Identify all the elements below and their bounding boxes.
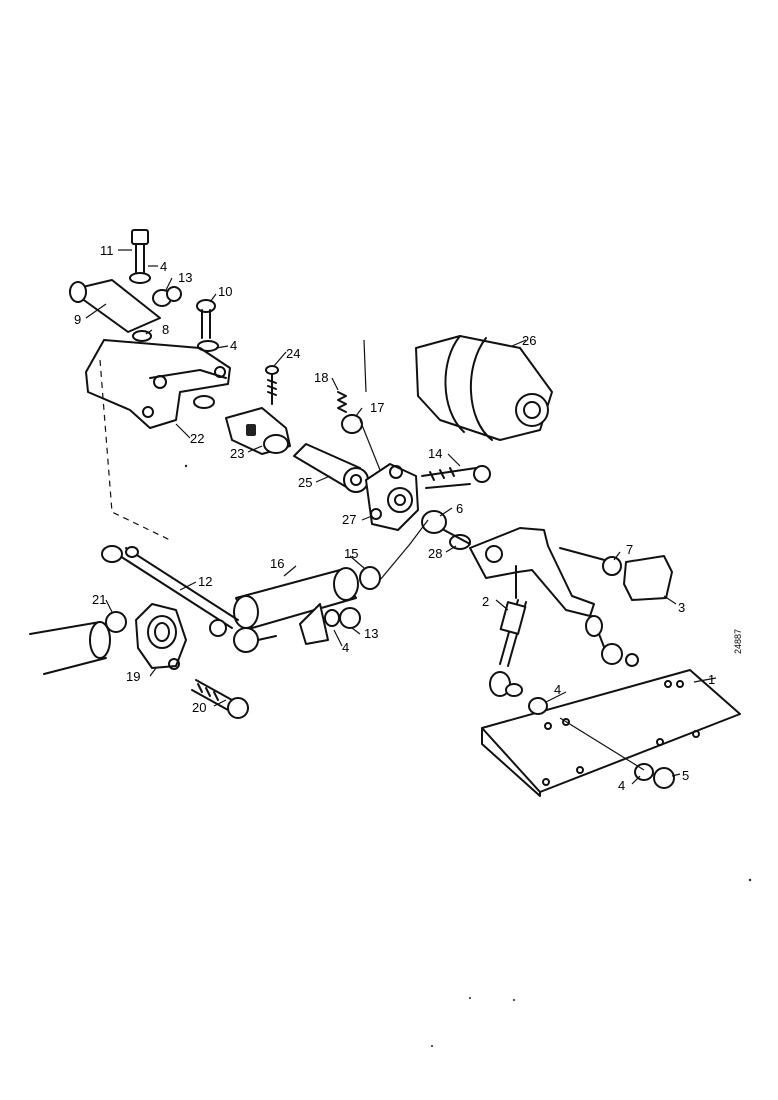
nut-top	[152, 286, 182, 307]
callout-25: 25	[298, 475, 312, 490]
callout-4: 4	[230, 338, 237, 353]
sleeve	[293, 443, 369, 493]
callout-11: 11	[100, 243, 114, 258]
speck	[469, 997, 471, 999]
main-bracket	[85, 339, 231, 429]
callout-5: 5	[682, 768, 689, 783]
shaft	[29, 621, 111, 675]
callout-13: 13	[364, 626, 378, 641]
screw	[265, 365, 279, 405]
callout-26: 26	[522, 333, 536, 348]
callout-14: 14	[428, 446, 442, 461]
reservoir	[415, 335, 553, 441]
connector-line	[379, 519, 429, 581]
connector-line	[359, 419, 381, 471]
callout-19: 19	[126, 669, 140, 684]
callout-3: 3	[678, 600, 685, 615]
nut-bottom-5	[653, 767, 675, 789]
nut-6	[421, 510, 447, 534]
callout-4: 4	[554, 682, 561, 697]
bracket-plate	[69, 279, 161, 333]
speck	[431, 1045, 433, 1047]
callout-7: 7	[626, 542, 633, 557]
reference-number: 24887	[733, 629, 743, 654]
universal-joint	[225, 407, 291, 455]
callout-16: 16	[270, 556, 284, 571]
speck	[184, 464, 188, 468]
callout-22: 22	[190, 431, 204, 446]
callout-20: 20	[192, 700, 206, 715]
bolt-top	[129, 229, 151, 284]
nut-17	[341, 414, 363, 434]
mounting-plate	[481, 669, 741, 797]
callout-28: 28	[428, 546, 442, 561]
clamp	[135, 603, 187, 670]
callout-2: 2	[482, 594, 489, 609]
callout-27: 27	[342, 512, 356, 527]
callout-23: 23	[230, 446, 244, 461]
valve-body	[365, 463, 419, 531]
callout-12: 12	[198, 574, 212, 589]
spring	[337, 391, 347, 413]
lever-arm	[469, 527, 613, 617]
bolt-20	[191, 679, 249, 719]
nut-7	[602, 556, 622, 576]
screw-pair	[421, 465, 491, 489]
nut-15	[359, 566, 381, 590]
right-link	[585, 615, 639, 667]
connector-line	[559, 717, 645, 771]
callout-6: 6	[456, 501, 463, 516]
speck	[513, 999, 515, 1001]
callout-4: 4	[160, 259, 167, 274]
tie-rod	[101, 545, 277, 653]
sleeve-16	[233, 567, 359, 629]
callout-8: 8	[162, 322, 169, 337]
nut-plate-4	[528, 697, 548, 715]
callout-17: 17	[370, 400, 384, 415]
callout-4: 4	[342, 640, 349, 655]
callout-21: 21	[92, 592, 106, 607]
bolt-28	[443, 529, 471, 550]
cap	[623, 555, 673, 601]
callout-13: 13	[178, 270, 192, 285]
bolt-right	[196, 299, 219, 352]
callout-9: 9	[74, 312, 81, 327]
callout-1: 1	[708, 672, 715, 687]
link-rod	[489, 599, 527, 697]
lower-bracket	[299, 603, 361, 645]
connector-line	[363, 339, 367, 393]
callout-24: 24	[286, 346, 300, 361]
nut-21	[105, 611, 127, 633]
callout-10: 10	[218, 284, 232, 299]
speck	[748, 878, 752, 882]
callout-18: 18	[314, 370, 328, 385]
callout-4: 4	[618, 778, 625, 793]
callout-15: 15	[344, 546, 358, 561]
